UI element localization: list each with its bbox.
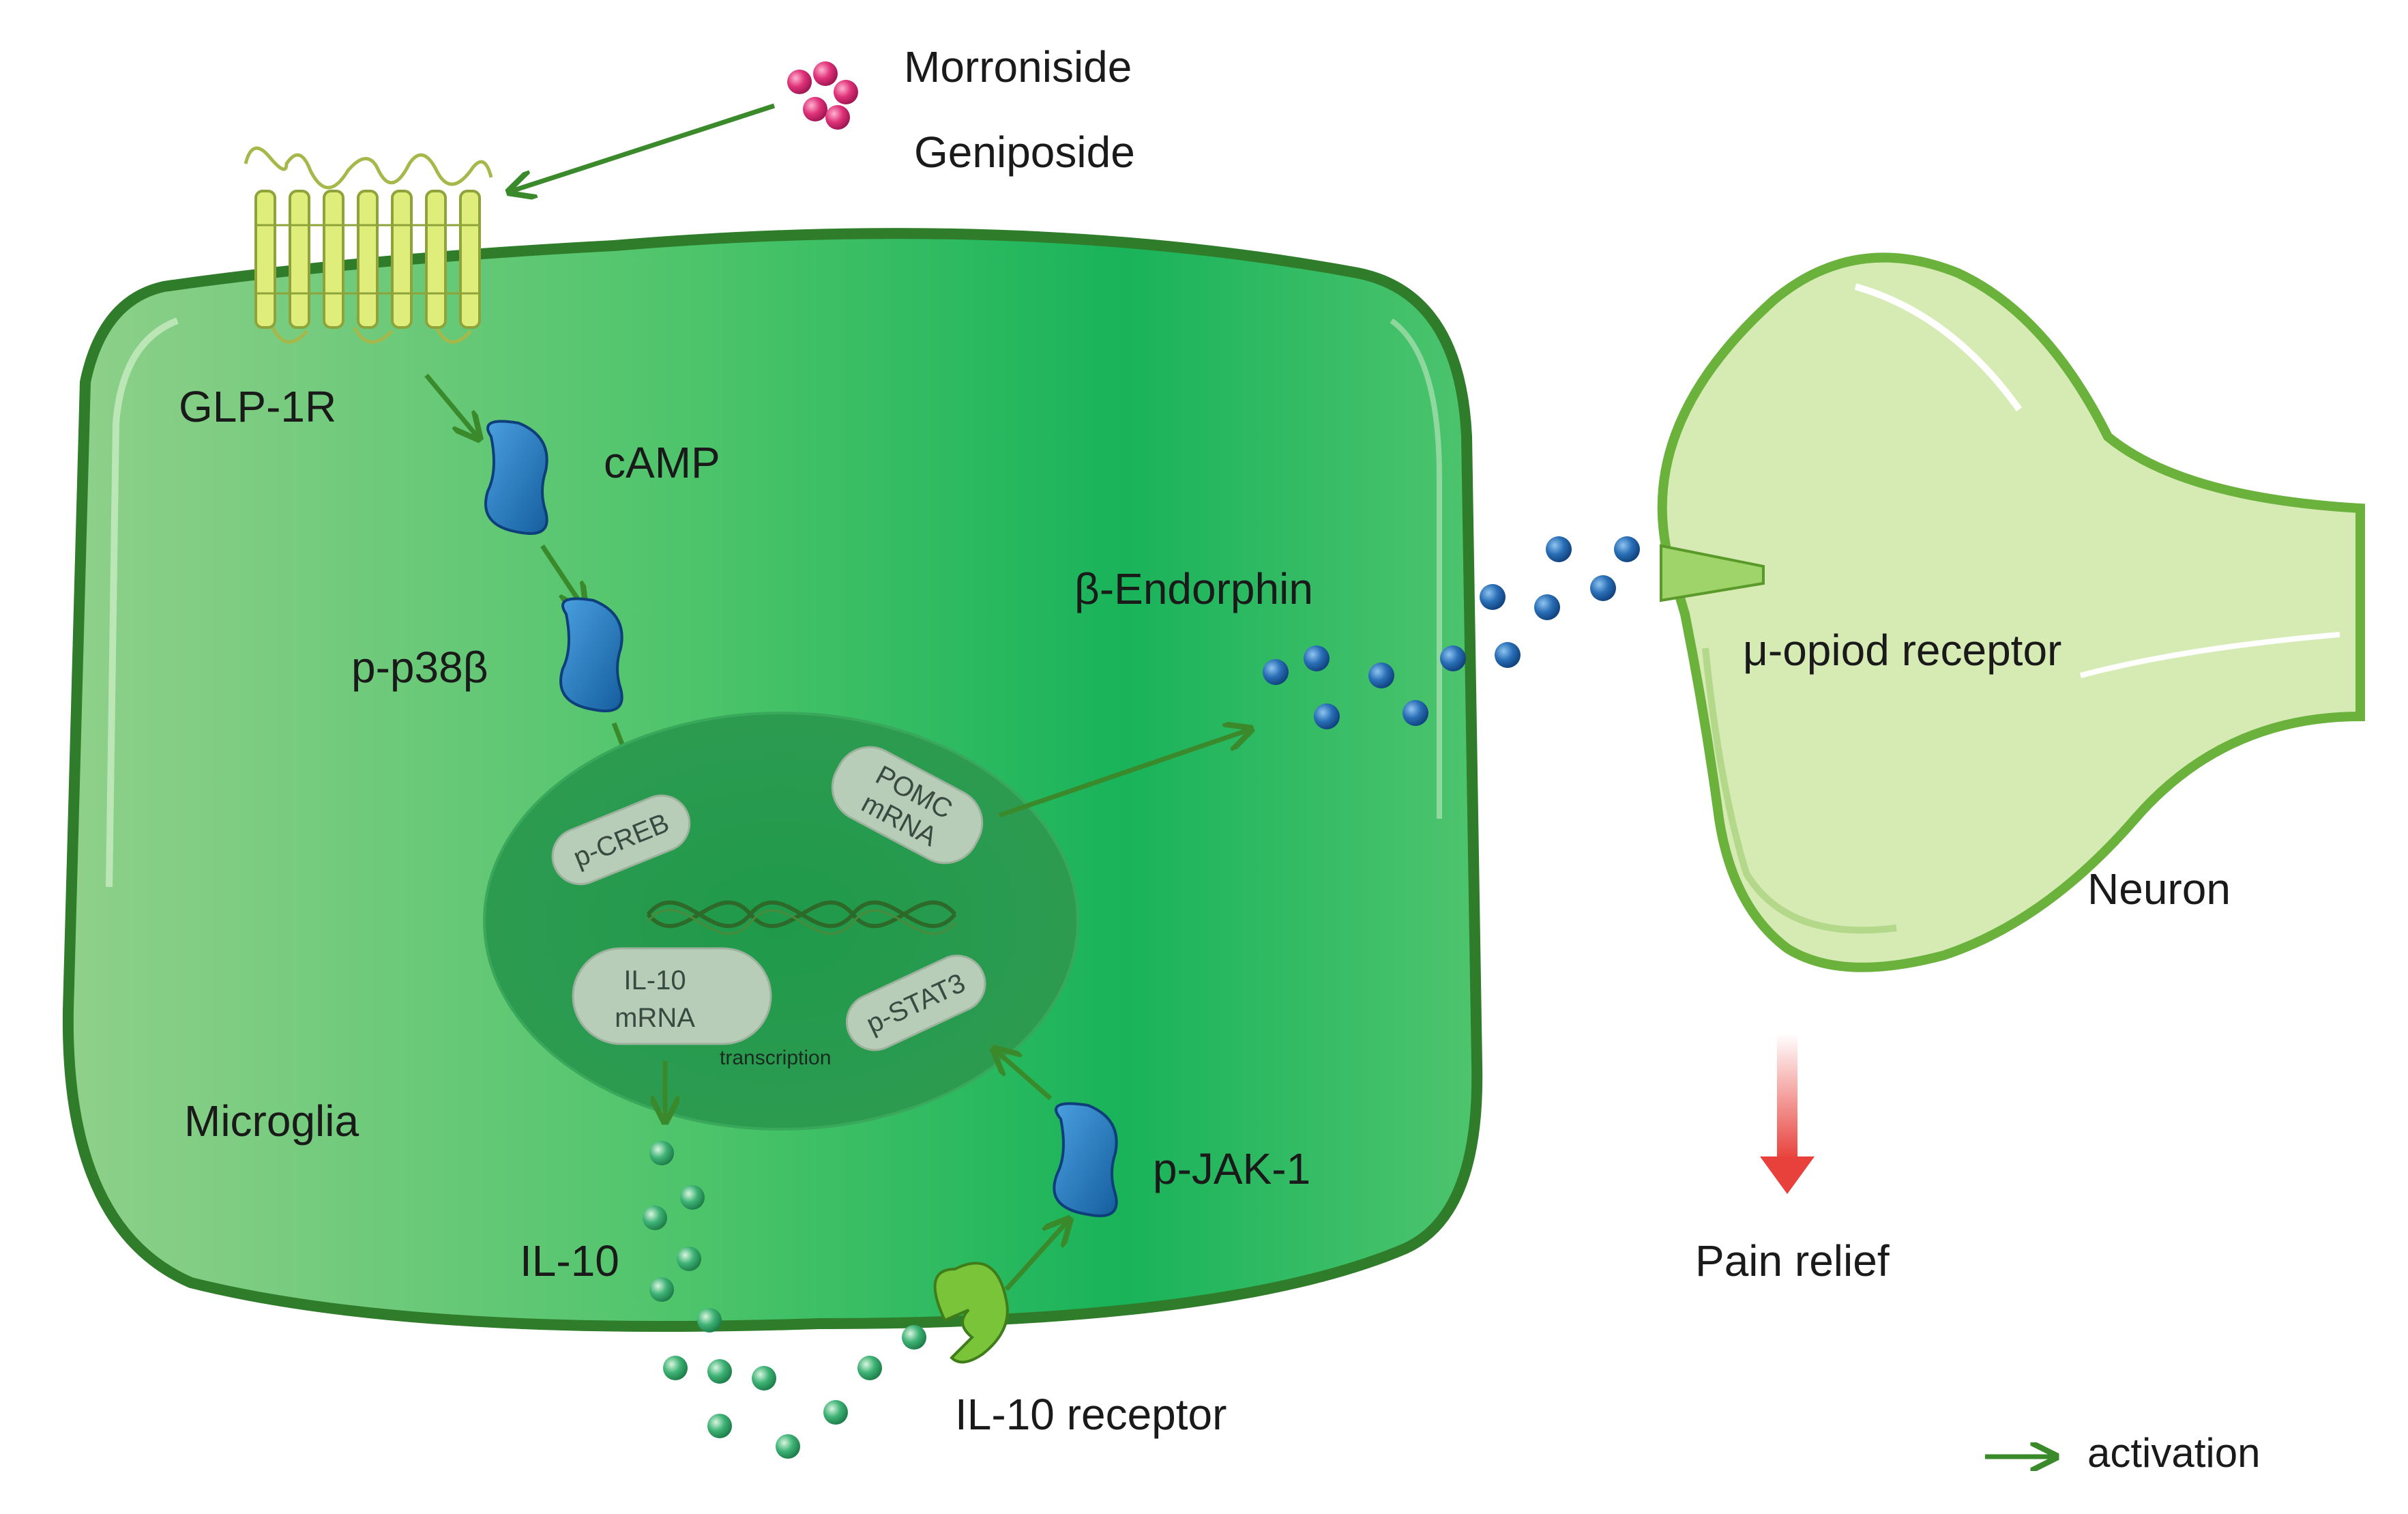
pain-relief-arrow-icon: [1760, 1034, 1815, 1194]
label-il10mrna-line1: IL-10: [623, 965, 686, 995]
legend: activation: [1985, 1430, 2260, 1476]
arrow-pomc-to-endorphin: [998, 730, 1248, 818]
drug-molecules-icon: [787, 61, 858, 130]
neuron-body: [1657, 252, 2365, 972]
arrow-jak1-to-stat3: [996, 1051, 1053, 1101]
dna-helix-icon: [646, 900, 957, 935]
neuron-top-highlight: [1854, 283, 2023, 411]
p38-protein-icon: [559, 597, 623, 712]
label-mu-opioid-receptor: μ-opiod receptor: [1743, 626, 2061, 675]
il10-mrna-pill: IL-10 mRNA: [572, 947, 772, 1045]
legend-activation-label: activation: [2087, 1430, 2260, 1476]
label-neuron: Neuron: [2087, 864, 2231, 914]
il10-molecules-icon: [643, 1141, 926, 1459]
label-morroniside: Morroniside: [904, 42, 1132, 91]
arrow-glp1r-to-camp: [424, 373, 478, 437]
label-glp1r: GLP-1R: [179, 382, 336, 431]
mu-opioid-receptor-icon: [1660, 544, 1765, 602]
label-transcription: transcription: [720, 1047, 831, 1069]
arrow-camp-to-p38: [540, 544, 583, 607]
label-geniposide: Geniposide: [914, 128, 1135, 177]
arrow-drug-to-glp1r: [512, 103, 776, 191]
glp1r-receptor-icon: [244, 146, 493, 344]
label-pain-relief: Pain relief: [1695, 1236, 1890, 1285]
label-il10mrna-line2: mRNA: [615, 1003, 695, 1033]
camp-protein-icon: [484, 420, 548, 535]
label-pjak1: p-JAK-1: [1153, 1144, 1310, 1193]
arrow-receptor-to-jak1: [1004, 1221, 1068, 1292]
label-beta-endorphin: β-Endorphin: [1074, 564, 1313, 613]
beta-endorphin-molecules-icon: [1263, 536, 1640, 729]
microglia-highlight: [106, 317, 179, 888]
label-microglia: Microglia: [184, 1096, 359, 1146]
neuron-inner-highlight: [1702, 647, 1897, 934]
label-il10: IL-10: [520, 1236, 619, 1285]
label-p38: p-p38β: [351, 643, 488, 692]
neuron-bottom-highlight: [2079, 632, 2340, 678]
label-il10-receptor: IL-10 receptor: [955, 1390, 1227, 1439]
microglia-highlight-right: [1390, 318, 1442, 819]
pjak1-protein-icon: [1053, 1102, 1118, 1217]
label-camp: cAMP: [604, 438, 720, 487]
il10-receptor-icon: [933, 1262, 1009, 1364]
